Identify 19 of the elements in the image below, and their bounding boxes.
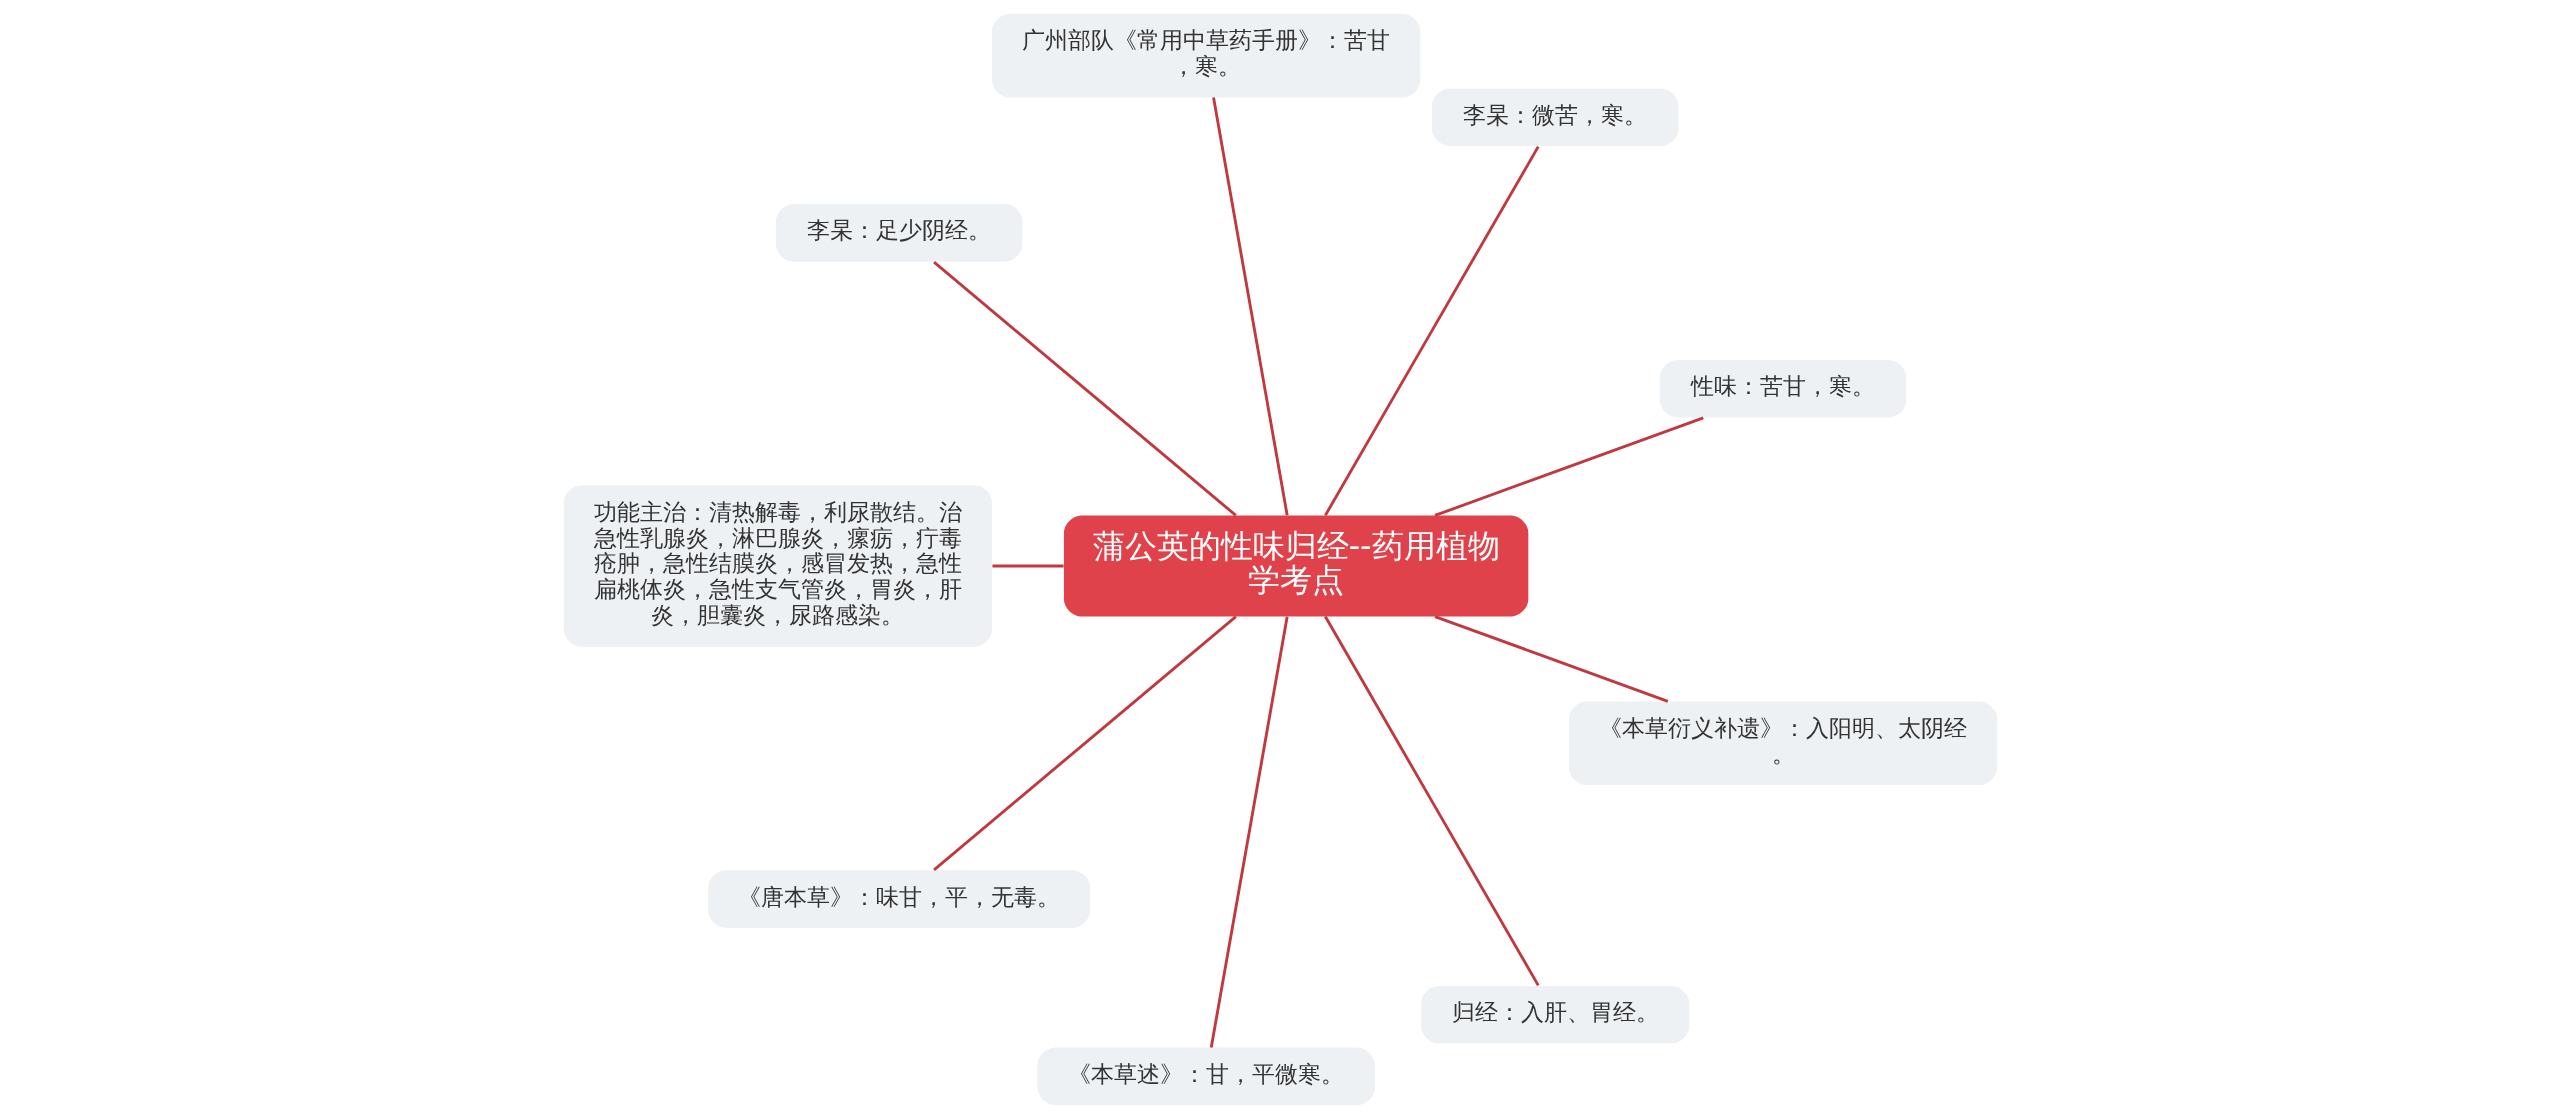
connector: [1209, 616, 1289, 1048]
node-box: 《唐本草》：味甘，平，无毒。: [707, 870, 1090, 928]
connector: [1211, 97, 1289, 516]
connector: [932, 615, 1237, 871]
connector: [1434, 416, 1704, 517]
node-box: 李杲：足少阴经。: [775, 204, 1022, 262]
node-box: 《本草述》：甘，平微寒。: [1036, 1047, 1375, 1106]
node-box: 归经：入肝、胃经。: [1420, 985, 1689, 1044]
connector: [991, 564, 1064, 568]
node-box: 广州部队《常用中草药手册》：苦甘，寒。: [991, 13, 1420, 98]
connector: [1323, 145, 1539, 517]
node-box: 《本草衍义补遗》：入阳明、太阴经。: [1568, 701, 1997, 786]
node-box: 功能主治：清热解毒，利尿散结。治急性乳腺炎，淋巴腺炎，瘰疬，疔毒疮肿，急性结膜炎，感冒发热，急性扁桃体炎，急性支气管炎，胃炎，肝炎，胆囊炎，尿路感染。: [563, 485, 992, 647]
connector: [1434, 615, 1668, 703]
connector: [1323, 615, 1539, 987]
node-box: 蒲公英的性味归经--药用植物学考点: [1063, 515, 1528, 617]
node-box: 性味：苦甘，寒。: [1659, 359, 1906, 418]
connector: [932, 261, 1237, 517]
node-box: 李杲：微苦，寒。: [1431, 88, 1679, 147]
